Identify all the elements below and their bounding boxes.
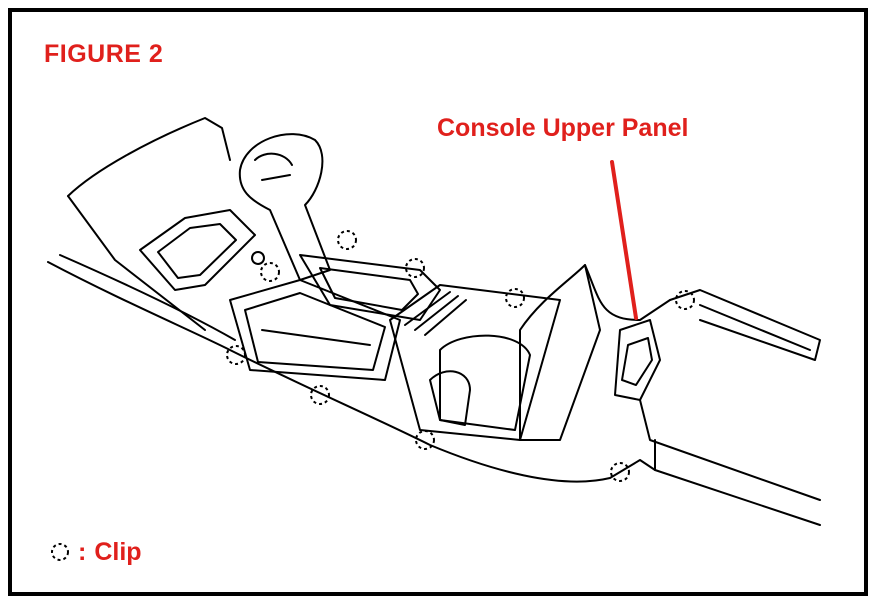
clip-marker [310, 385, 330, 405]
armrest-top [669, 289, 821, 361]
cup-holder-well [439, 334, 531, 431]
front-tray [229, 279, 401, 381]
shift-lever [238, 133, 331, 281]
cup-holder-ribs [404, 291, 467, 336]
armrest-top-inner [699, 304, 811, 351]
front-tray-floor [261, 329, 371, 346]
armrest-side [639, 399, 821, 501]
figure-title: FIGURE 2 [44, 40, 164, 68]
clip-marker [260, 262, 280, 282]
cup-holder-cup [429, 370, 471, 426]
console-upper-panel-edge [584, 264, 671, 321]
legend: : Clip [48, 534, 142, 570]
clip-marker [505, 288, 525, 308]
console-body-bevel [59, 254, 236, 341]
clip-icon [51, 543, 69, 561]
console-body-outline [47, 261, 821, 526]
console-left-side [67, 195, 206, 331]
armrest-latch [621, 337, 653, 386]
console-upper-panel [519, 264, 601, 441]
legend-separator: : [78, 537, 87, 566]
shift-gate-inner [319, 267, 419, 311]
clip-marker [675, 290, 695, 310]
clip-marker [337, 230, 357, 250]
shifter-bezel-inner [157, 223, 237, 279]
armrest-hinge [614, 319, 661, 401]
cup-holder-frame [389, 284, 561, 441]
callout-label-console-upper-panel: Console Upper Panel [437, 114, 689, 142]
shift-lever-detail [254, 152, 293, 181]
clip-marker [405, 258, 425, 278]
shift-lever-button [251, 251, 265, 265]
legend-label: Clip [94, 537, 142, 566]
console-left-top-edge [67, 117, 231, 197]
clip-marker [226, 345, 246, 365]
shift-gate [299, 254, 441, 321]
clip-marker [610, 462, 630, 482]
front-tray-inner [244, 292, 386, 371]
clip-marker [415, 430, 435, 450]
shifter-bezel [139, 209, 256, 291]
callout-leader-line [610, 160, 638, 320]
